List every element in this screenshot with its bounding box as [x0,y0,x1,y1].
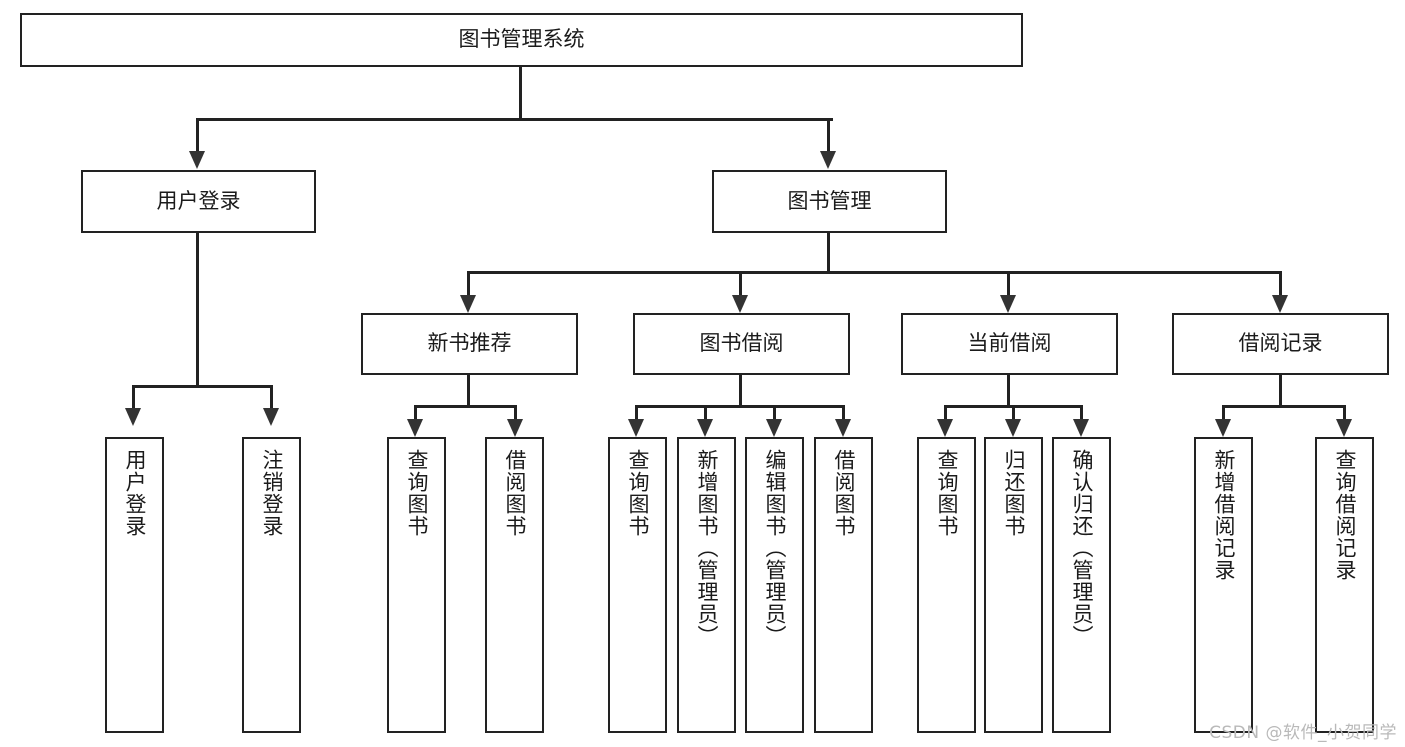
connector-group-bar [415,405,515,408]
node-label: 当前借阅 [967,331,1052,356]
connector-line-vertical [842,405,845,419]
arrowhead-icon [1073,419,1089,437]
connector-line-vertical [1080,405,1083,419]
node-label: 新增借阅记录 [1211,449,1236,581]
node-label: 借阅记录 [1238,331,1323,356]
node-leaf-query-book-1[interactable]: 查询图书 [387,437,446,733]
arrowhead-icon [732,295,748,313]
connector-line-vertical [132,385,135,408]
connector-line-vertical [1007,271,1010,295]
node-label: 新书推荐 [427,331,512,356]
node-label: 编辑图书（管理员） [762,449,787,647]
connector-line-vertical [270,385,273,408]
node-leaf-add-borrow-record[interactable]: 新增借阅记录 [1194,437,1253,733]
node-leaf-query-book-2[interactable]: 查询图书 [608,437,667,733]
arrowhead-icon [507,419,523,437]
node-label: 查询借阅记录 [1332,449,1357,581]
node-borrow-record[interactable]: 借阅记录 [1172,313,1389,375]
node-current-borrow[interactable]: 当前借阅 [901,313,1118,375]
connector-line-vertical [1343,405,1346,419]
arrowhead-icon [125,408,141,426]
node-book-manage[interactable]: 图书管理 [712,170,947,233]
node-leaf-query-borrow-record[interactable]: 查询借阅记录 [1315,437,1374,733]
node-leaf-user-logout[interactable]: 注销登录 [242,437,301,733]
node-label: 图书借阅 [699,331,784,356]
arrowhead-icon [766,419,782,437]
node-user-login[interactable]: 用户登录 [81,170,316,233]
connector-book-manage-bar [468,271,1280,274]
node-leaf-query-book-3[interactable]: 查询图书 [917,437,976,733]
connector-group-stem [1279,375,1282,405]
node-label: 图书管理系统 [458,27,585,52]
node-leaf-confirm-return[interactable]: 确认归还（管理员） [1052,437,1111,733]
arrowhead-icon [1336,419,1352,437]
node-label: 查询图书 [625,449,650,537]
arrowhead-icon [1215,419,1231,437]
arrowhead-icon [697,419,713,437]
arrowhead-icon [820,151,836,169]
arrowhead-icon [189,151,205,169]
connector-line-vertical [1012,405,1015,419]
connector-group-stem [739,375,742,405]
node-leaf-borrow-book-1[interactable]: 借阅图书 [485,437,544,733]
connector-line-vertical [773,405,776,419]
node-label: 借阅图书 [502,449,527,537]
arrowhead-icon [460,295,476,313]
node-book-management-system[interactable]: 图书管理系统 [20,13,1023,67]
node-label: 注销登录 [259,449,284,537]
connector-group-stem [467,375,470,405]
arrowhead-icon [263,408,279,426]
node-leaf-add-book[interactable]: 新增图书（管理员） [677,437,736,733]
arrowhead-icon [835,419,851,437]
connector-line-vertical [467,271,470,295]
connector-line-vertical [704,405,707,419]
node-leaf-user-login[interactable]: 用户登录 [105,437,164,733]
connector-user-login-stem [196,233,199,385]
connector-line-vertical [196,118,199,151]
node-label: 用户登录 [122,449,147,537]
connector-line-vertical [414,405,417,419]
connector-line-vertical [739,271,742,295]
connector-line-vertical [514,405,517,419]
arrowhead-icon [628,419,644,437]
connector-line-vertical [635,405,638,419]
connector-line-vertical [827,118,830,151]
node-label: 新增图书（管理员） [694,449,719,647]
connector-book-manage-stem [827,233,830,271]
node-book-borrow[interactable]: 图书借阅 [633,313,850,375]
node-leaf-borrow-book-2[interactable]: 借阅图书 [814,437,873,733]
arrowhead-icon [1000,295,1016,313]
arrowhead-icon [407,419,423,437]
node-label: 查询图书 [404,449,429,537]
arrowhead-icon [1005,419,1021,437]
connector-group-stem [1007,375,1010,405]
connector-line-vertical [1279,271,1282,295]
node-label: 确认归还（管理员） [1069,449,1094,647]
watermark-text: CSDN @软件_小贺同学 [1209,723,1397,743]
node-leaf-return-book[interactable]: 归还图书 [984,437,1043,733]
node-label: 归还图书 [1001,449,1026,537]
connector-group-bar [636,405,843,408]
node-label: 用户登录 [156,188,241,213]
node-label: 图书管理 [787,188,872,213]
connector-user-login-bar [133,385,271,388]
arrowhead-icon [937,419,953,437]
node-new-book-recommend[interactable]: 新书推荐 [361,313,578,375]
node-label: 借阅图书 [831,449,856,537]
node-leaf-edit-book[interactable]: 编辑图书（管理员） [745,437,804,733]
connector-group-bar [1223,405,1344,408]
connector-root-bar [197,118,833,121]
connector-line-vertical [1222,405,1225,419]
arrowhead-icon [1272,295,1288,313]
connector-line-vertical [944,405,947,419]
node-label: 查询图书 [934,449,959,537]
connector-root-stem [519,67,522,118]
